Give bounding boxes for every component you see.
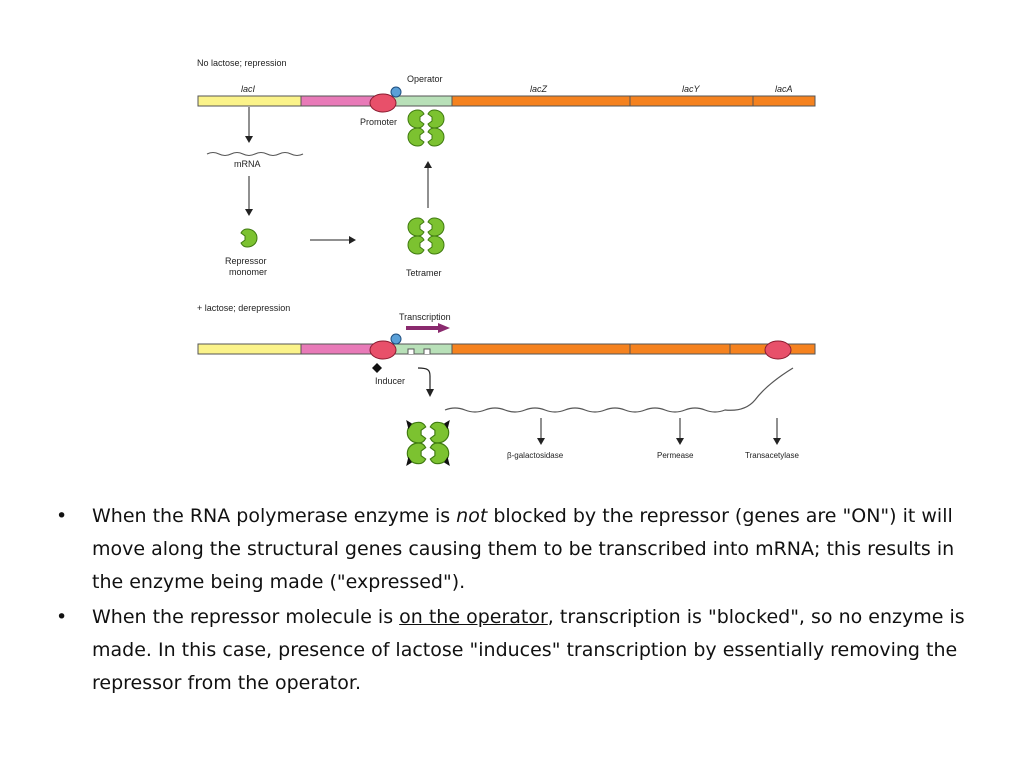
lacz-gene <box>451 95 631 107</box>
inducer-arrowhead <box>426 389 434 397</box>
bottom-dna-strand <box>197 343 816 355</box>
promoter-label: Promoter <box>360 117 397 127</box>
rna-polymerase-bottom-start <box>369 340 397 360</box>
bottom-heading: + lactose; derepression <box>197 303 290 313</box>
mrna-label: mRNA <box>234 159 261 169</box>
tetramer-label: Tetramer <box>406 268 442 278</box>
promoter-region <box>300 95 382 107</box>
laci-label: lacI <box>241 84 256 94</box>
laci-mrna-wave <box>206 152 304 156</box>
bullet-item: When the repressor molecule is on the op… <box>50 601 970 700</box>
bullet-item: When the RNA polymerase enzyme is not bl… <box>50 500 970 599</box>
bullet-1-before: When the RNA polymerase enzyme is <box>92 505 457 527</box>
transcription-arrowhead <box>438 323 450 333</box>
repressor-tetramer <box>408 218 444 254</box>
inducer-label: Inducer <box>375 376 405 386</box>
cap-protein-top <box>390 86 402 98</box>
operator-label: Operator <box>407 74 443 84</box>
lacz-gene-bottom <box>451 343 631 355</box>
transcription-label: Transcription <box>399 312 451 322</box>
bullet-2-after: , transcription is "blocked", so no enzy… <box>92 606 965 694</box>
product-beta-galactosidase: β-galactosidase <box>507 451 564 460</box>
empty-operator-notches <box>407 348 431 354</box>
product-permease: Permease <box>657 451 694 460</box>
lacy-gene-bottom <box>629 343 731 355</box>
explanation-bullets: When the RNA polymerase enzyme is not bl… <box>50 500 970 702</box>
bullet-1-emphasis: not <box>456 505 488 527</box>
monomer-label-1: Repressor <box>225 256 267 266</box>
inducer-binding-arrow <box>417 367 431 392</box>
laci-gene-bottom <box>197 343 302 355</box>
repressor-on-operator <box>408 110 444 146</box>
repressor-monomer <box>240 228 258 248</box>
lacy-gene <box>629 95 754 107</box>
laci-gene <box>197 95 302 107</box>
promoter-region-bottom <box>300 343 382 355</box>
inactivated-repressor <box>406 420 450 466</box>
bullet-2-before: When the repressor molecule is <box>92 606 400 628</box>
top-heading: No lactose; repression <box>197 58 287 68</box>
polycistronic-mrna <box>444 367 794 413</box>
lacz-label: lacZ <box>530 84 548 94</box>
bullet-2-underline: on the operator <box>399 606 548 628</box>
laca-gene <box>752 95 816 107</box>
lac-operon-diagram: No lactose; repression lacI lacZ lacY la… <box>197 58 816 466</box>
inducer-icon <box>372 363 382 373</box>
rna-polymerase-top <box>369 93 397 113</box>
top-dna-strand <box>197 95 816 107</box>
rna-polymerase-transcribing <box>764 340 792 360</box>
lacy-label: lacY <box>682 84 701 94</box>
product-transacetylase: Transacetylase <box>745 451 800 460</box>
laca-label: lacA <box>775 84 793 94</box>
cap-protein-bottom <box>390 333 402 345</box>
monomer-label-2: monomer <box>229 267 267 277</box>
bullet-1-after: blocked by the repressor (genes are "ON"… <box>92 505 955 593</box>
